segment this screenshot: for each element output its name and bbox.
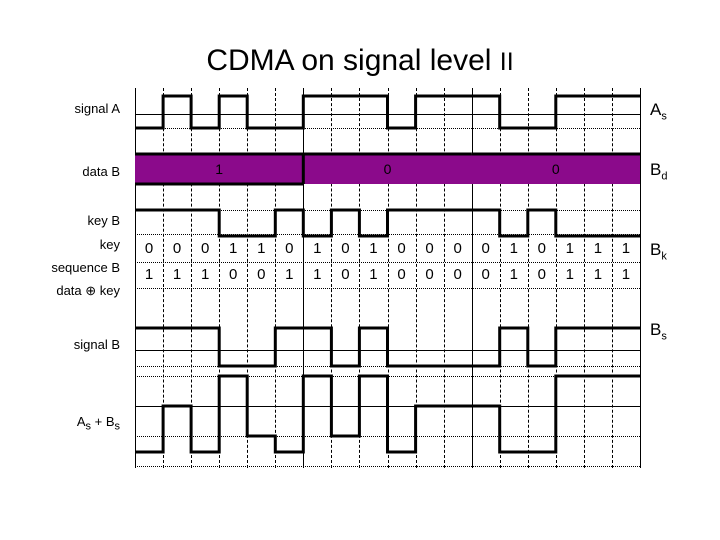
as-base: A [650,100,662,119]
symbol-boundary-line [471,88,473,468]
xor-row-digit: 0 [425,266,434,283]
bit-gridline [499,88,501,468]
signal-a-label: signal A [74,101,120,116]
sum-b: B [105,414,115,429]
signal-b-label: signal B [73,337,120,352]
bit-gridline [527,88,529,468]
bk-right-label: Bk [650,240,667,262]
symbol-boundary-line [303,88,305,468]
bd-base: B [650,160,662,179]
key-row-digit: 0 [285,240,294,257]
bs-sub: s [661,330,667,343]
bit-gridline [331,88,333,468]
data-b-bit-label: 0 [551,161,560,177]
key-row-digit: 0 [425,240,434,257]
signal-b-waveform [135,328,640,366]
xor-row-digit: 0 [341,266,350,283]
key-row-digit: 1 [369,240,378,257]
key-row-digit: 1 [593,240,603,257]
key-row-digit: 0 [453,240,462,257]
xor-row-digit: 1 [509,266,518,283]
bit-gridline [247,88,249,468]
bd-right-label: Bd [650,160,667,182]
as-sub: s [661,110,667,123]
sum-signal-label: As + Bs [10,414,120,435]
xor-row-digit: 1 [621,266,631,283]
title-suffix: II [499,48,514,76]
signal-a-waveform [135,96,640,128]
bit-gridline [415,88,417,468]
waveform-traces [135,88,640,468]
bit-gridline [163,88,165,468]
key-row-digit: 0 [172,240,182,257]
key-label: key [99,237,120,252]
key-row-digit: 1 [565,240,575,257]
xor-row-digit: 1 [285,266,294,283]
bit-gridline [275,88,277,468]
bit-gridline [191,88,193,468]
key-row-digit: 0 [537,240,546,257]
sum-b-sub: s [114,420,121,433]
data-b-bit-label: 0 [383,161,392,177]
digit-row-separator-2 [135,288,640,289]
bs-right-label: Bs [650,320,667,342]
key-row-digit: 0 [481,240,490,257]
symbol-boundary-line [135,88,136,468]
bit-gridline [583,88,585,468]
bit-gridline [387,88,389,468]
sum-a-sub: s [85,420,92,433]
key-row-digit: 0 [397,240,406,257]
xor-row-digit: 0 [537,266,546,283]
bs-base: B [650,320,662,339]
xor-row-digit: 1 [200,266,210,283]
key-row-digit: 1 [509,240,518,257]
key-row-digit: 1 [313,240,322,257]
waveform-plot: 0 0 0 1 1 0 1 0 1 0 0 0 0 1 0 1 1 1 1 1 1 0 0 1 1 0 1 0 0 0 0 1 0 1 1 1 1 0 0 [135,88,641,468]
bk-sub: k [661,250,667,263]
xor-row-digit: 1 [144,266,154,283]
xor-row-digit: 1 [369,266,378,283]
bit-gridline [219,88,221,468]
key-row-digit: 1 [621,240,631,257]
bd-sub: d [661,170,668,183]
xor-row-digit: 0 [481,266,490,283]
data-b-bit-label: 1 [215,161,224,177]
sum-a: A [76,414,86,429]
sum-plus: + [91,414,106,429]
bit-gridline [443,88,445,468]
key-row-digit: 0 [144,240,154,257]
data-b-label: data B [82,164,120,179]
as-right-label: As [650,100,667,122]
page-title: CDMA on signal level II [0,44,720,78]
title-main: CDMA on signal level [206,44,500,77]
bit-gridline [555,88,557,468]
data-b-band [135,154,640,184]
symbol-boundary-line [640,88,641,468]
digit-row-separator-1 [135,262,640,263]
xor-row-digit: 0 [257,266,266,283]
key-row-digit: 1 [257,240,266,257]
key-b-label: key B [87,213,120,228]
xor-row-digit: 0 [453,266,462,283]
plot-bottom-ref [135,466,640,467]
xor-row-digit: 0 [229,266,238,283]
bit-gridline [359,88,361,468]
sequence-b-label: sequence B [51,260,120,275]
xor-row-digit: 1 [565,266,575,283]
key-row-digit: 1 [229,240,238,257]
key-row-digit: 0 [200,240,210,257]
xor-row-digit: 1 [172,266,182,283]
bk-base: B [650,240,662,259]
sum-waveform [135,376,640,452]
key-row-digit: 0 [341,240,350,257]
xor-row-digit: 0 [397,266,406,283]
key-sequence-waveform [135,210,640,236]
data-xor-key-label: data ⊕ key [56,283,120,298]
xor-row-digit: 1 [593,266,603,283]
xor-row-digit: 1 [313,266,322,283]
bit-gridline [611,88,613,468]
